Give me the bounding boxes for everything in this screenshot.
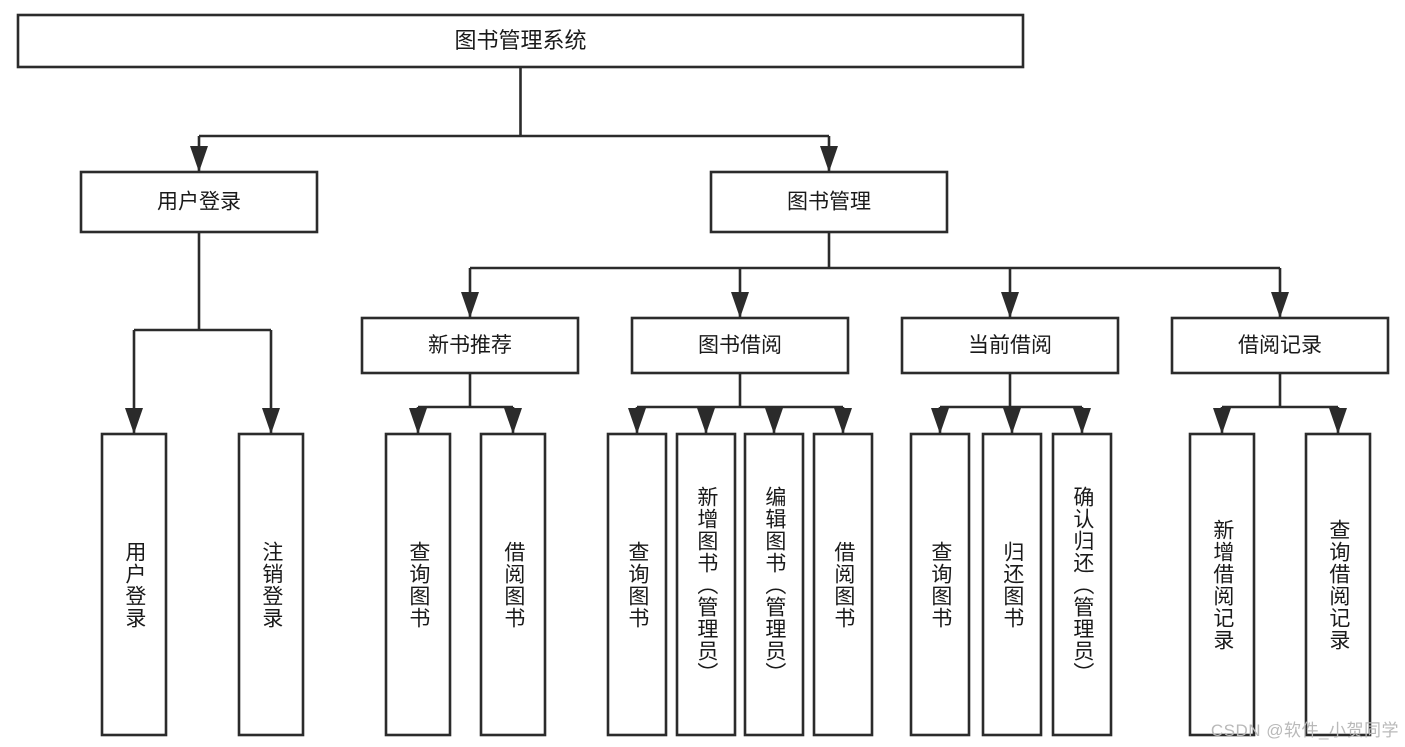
boxes-layer <box>16 13 1390 737</box>
arrow-head-icon <box>1271 292 1289 318</box>
node-leaf-box-8[interactable] <box>909 432 971 737</box>
watermark-text: CSDN @软件_小贺同学 <box>1210 721 1399 740</box>
node-leaf-box-0[interactable] <box>100 432 168 737</box>
node-level3-box-1[interactable] <box>630 316 850 375</box>
node-level3-box-2[interactable] <box>900 316 1120 375</box>
arrow-head-icon <box>461 292 479 318</box>
arrow-head-icon <box>820 146 838 172</box>
node-level2-label-1: 图书管理 <box>787 191 871 214</box>
node-leaf-box-2[interactable] <box>384 432 452 737</box>
arrow-head-icon <box>125 408 143 434</box>
node-leaf-box-9[interactable] <box>981 432 1043 737</box>
arrow-head-icon <box>1329 408 1347 434</box>
arrow-head-icon <box>628 408 646 434</box>
node-leaf-box-3[interactable] <box>479 432 547 737</box>
arrow-head-icon <box>697 408 715 434</box>
node-leaf-box-11[interactable] <box>1188 432 1256 737</box>
node-level3-label-3: 借阅记录 <box>1238 334 1322 357</box>
node-leaf-box-12[interactable] <box>1304 432 1372 737</box>
node-level3-label-1: 图书借阅 <box>698 334 782 357</box>
node-level3-box-3[interactable] <box>1170 316 1390 375</box>
arrow-head-icon <box>1073 408 1091 434</box>
arrow-head-icon <box>731 292 749 318</box>
arrow-head-icon <box>1213 408 1231 434</box>
node-level2-box-0[interactable] <box>79 170 319 234</box>
arrow-head-icon <box>1003 408 1021 434</box>
node-leaf-box-7[interactable] <box>812 432 874 737</box>
connectors-layer <box>125 67 1347 434</box>
node-level3-box-0[interactable] <box>360 316 580 375</box>
node-level3-label-2: 当前借阅 <box>968 334 1052 357</box>
node-level2-label-0: 用户登录 <box>157 191 241 214</box>
arrow-head-icon <box>504 408 522 434</box>
node-root-label: 图书管理系统 <box>454 28 586 53</box>
arrow-head-icon <box>931 408 949 434</box>
node-leaf-box-10[interactable] <box>1051 432 1113 737</box>
node-leaf-box-1[interactable] <box>237 432 305 737</box>
arrow-head-icon <box>765 408 783 434</box>
node-leaf-box-6[interactable] <box>743 432 805 737</box>
node-level3-label-0: 新书推荐 <box>428 334 512 357</box>
arrow-head-icon <box>190 146 208 172</box>
node-leaf-box-5[interactable] <box>675 432 737 737</box>
node-level2-box-1[interactable] <box>709 170 949 234</box>
arrow-head-icon <box>262 408 280 434</box>
arrow-head-icon <box>1001 292 1019 318</box>
node-root-box[interactable] <box>16 13 1025 69</box>
arrow-head-icon <box>409 408 427 434</box>
node-leaf-box-4[interactable] <box>606 432 668 737</box>
arrow-head-icon <box>834 408 852 434</box>
